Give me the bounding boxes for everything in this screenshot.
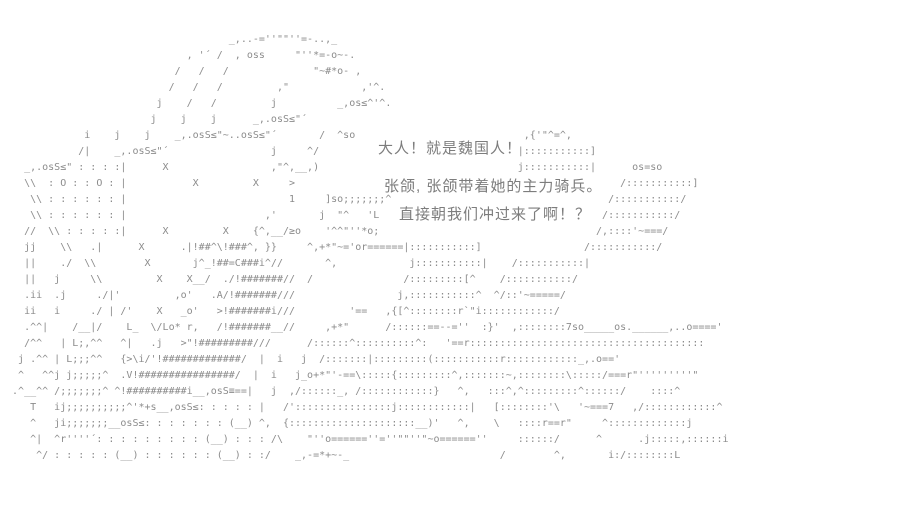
dialogue-line-2: 张颌, 张颌带着她的主力骑兵。 [384, 178, 603, 195]
ascii-art: _,..-=''""''=-..,_ , '´ / , oss "''*=-o~… [12, 34, 729, 461]
dialogue-line-3: 直接朝我们冲过来了啊！？ [399, 206, 592, 223]
dialogue-line-1: 大人！就是魏国人！ [378, 140, 523, 157]
